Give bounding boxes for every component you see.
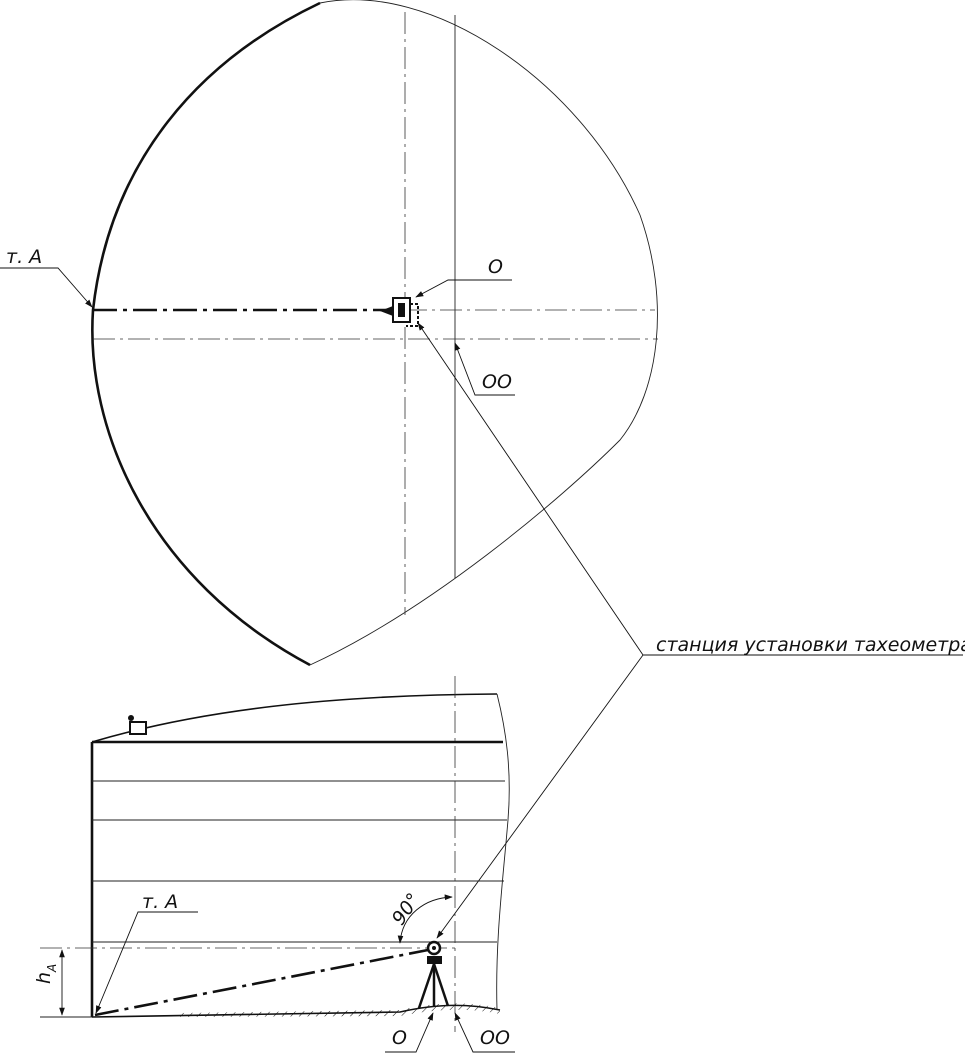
svg-text:A: A: [45, 964, 59, 973]
leader-section-oo: [454, 1012, 515, 1053]
station-callout: станция установки тахеометра: [417, 322, 965, 939]
plan-view: т. А О ОО: [0, 0, 658, 667]
ground-hatch: [180, 1003, 500, 1017]
tank-outline-left: [91, 1, 321, 667]
section-label-point-a: т. А: [142, 891, 178, 913]
leader-section-point-a: [95, 911, 198, 1014]
leader-plan-o: [415, 279, 512, 298]
roof-device-icon: [128, 715, 147, 735]
section-sight-line: [94, 948, 429, 1017]
section-label-oo: ОО: [480, 1027, 510, 1049]
section-view: т. А 90° h A О ОО: [33, 676, 515, 1053]
section-label-o: О: [392, 1027, 407, 1049]
section-label-h-a: h A: [33, 964, 59, 984]
svg-text:h: h: [33, 972, 55, 984]
callout-leader-to-section: [436, 654, 644, 939]
leader-plan-point-a: [0, 267, 93, 308]
roof-arc: [91, 693, 498, 743]
leader-section-o: [385, 1012, 434, 1053]
break-line: [496, 693, 510, 1011]
angle-arc: [397, 894, 453, 944]
total-station-plan-icon: [380, 297, 419, 327]
callout-leader-to-plan: [417, 322, 644, 656]
tank-outline-right: [309, 0, 658, 666]
station-label: станция установки тахеометра: [656, 634, 965, 656]
leader-plan-oo: [454, 342, 515, 396]
plan-label-oo: ОО: [482, 371, 512, 393]
plan-label-point-a: т. А: [6, 246, 42, 268]
plan-label-o: О: [488, 256, 503, 278]
section-label-angle: 90°: [388, 889, 425, 929]
